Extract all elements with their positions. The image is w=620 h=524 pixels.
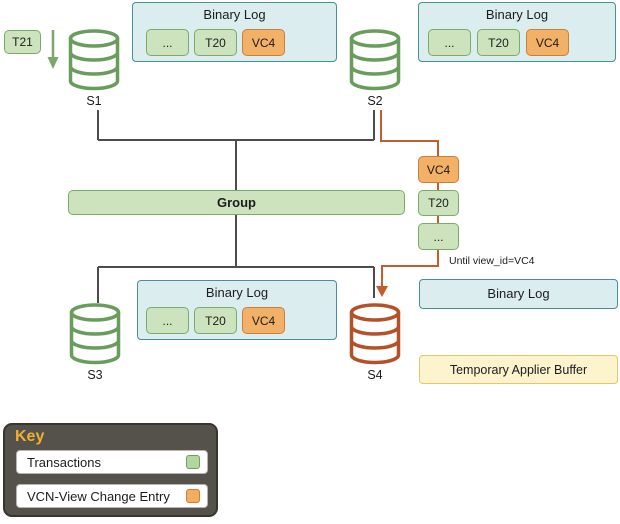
server-label-s2: S2 xyxy=(367,94,383,108)
log-entry: ... xyxy=(146,29,189,56)
group-bar: Group xyxy=(68,190,405,215)
s3-database-icon xyxy=(69,303,121,365)
key-row-view-change: VCN-View Change Entry xyxy=(16,484,208,508)
recovery-chain-dots-box: ... xyxy=(418,223,459,250)
server-label-s4: S4 xyxy=(367,368,383,382)
log-entry: T20 xyxy=(194,29,237,56)
group-connector-lines xyxy=(97,110,375,303)
server-label-s1: S1 xyxy=(86,94,102,108)
log-entry: ... xyxy=(146,307,189,334)
recovery-arrowhead-icon xyxy=(376,286,388,297)
binary-log-title: Binary Log xyxy=(203,7,266,22)
transaction-swatch-icon xyxy=(186,455,200,469)
binary-log-panel-s4: Binary Log xyxy=(419,279,618,309)
binary-log-panel-s2: Binary Log ... T20 VC4 xyxy=(418,2,616,62)
temporary-applier-buffer: Temporary Applier Buffer xyxy=(419,355,618,384)
binary-log-panel-s1: Binary Log ... T20 VC4 xyxy=(132,2,337,62)
s4-database-icon xyxy=(349,303,401,365)
t21-transaction-box: T21 xyxy=(4,30,41,54)
down-arrow-icon xyxy=(47,30,59,69)
log-entry: ... xyxy=(428,29,471,56)
key-row-transactions: Transactions xyxy=(16,450,208,474)
server-label-s3: S3 xyxy=(87,368,103,382)
log-entry-view-change: VC4 xyxy=(242,29,285,56)
binary-log-title: Binary Log xyxy=(205,285,269,300)
log-entry-view-change: VC4 xyxy=(526,29,569,56)
binary-log-title: Binary Log xyxy=(485,7,549,22)
key-title: Key xyxy=(15,428,45,445)
s2-database-icon xyxy=(349,29,401,91)
view-change-swatch-icon xyxy=(186,489,200,503)
binary-log-title: Binary Log xyxy=(487,286,550,301)
binary-log-panel-s3: Binary Log ... T20 VC4 xyxy=(137,280,337,340)
key-panel: Key Transactions VCN-View Change Entry xyxy=(3,423,218,517)
recovery-chain-vc4-box: VC4 xyxy=(418,156,459,183)
until-view-id-note: Until view_id=VC4 xyxy=(449,255,535,267)
key-row-label: VCN-View Change Entry xyxy=(27,488,170,504)
log-entry-view-change: VC4 xyxy=(242,307,285,334)
log-entry: T20 xyxy=(477,29,520,56)
log-entry: T20 xyxy=(194,307,237,334)
recovery-chain-t20-box: T20 xyxy=(418,190,459,216)
s1-database-icon xyxy=(68,29,120,91)
key-row-label: Transactions xyxy=(27,454,101,470)
